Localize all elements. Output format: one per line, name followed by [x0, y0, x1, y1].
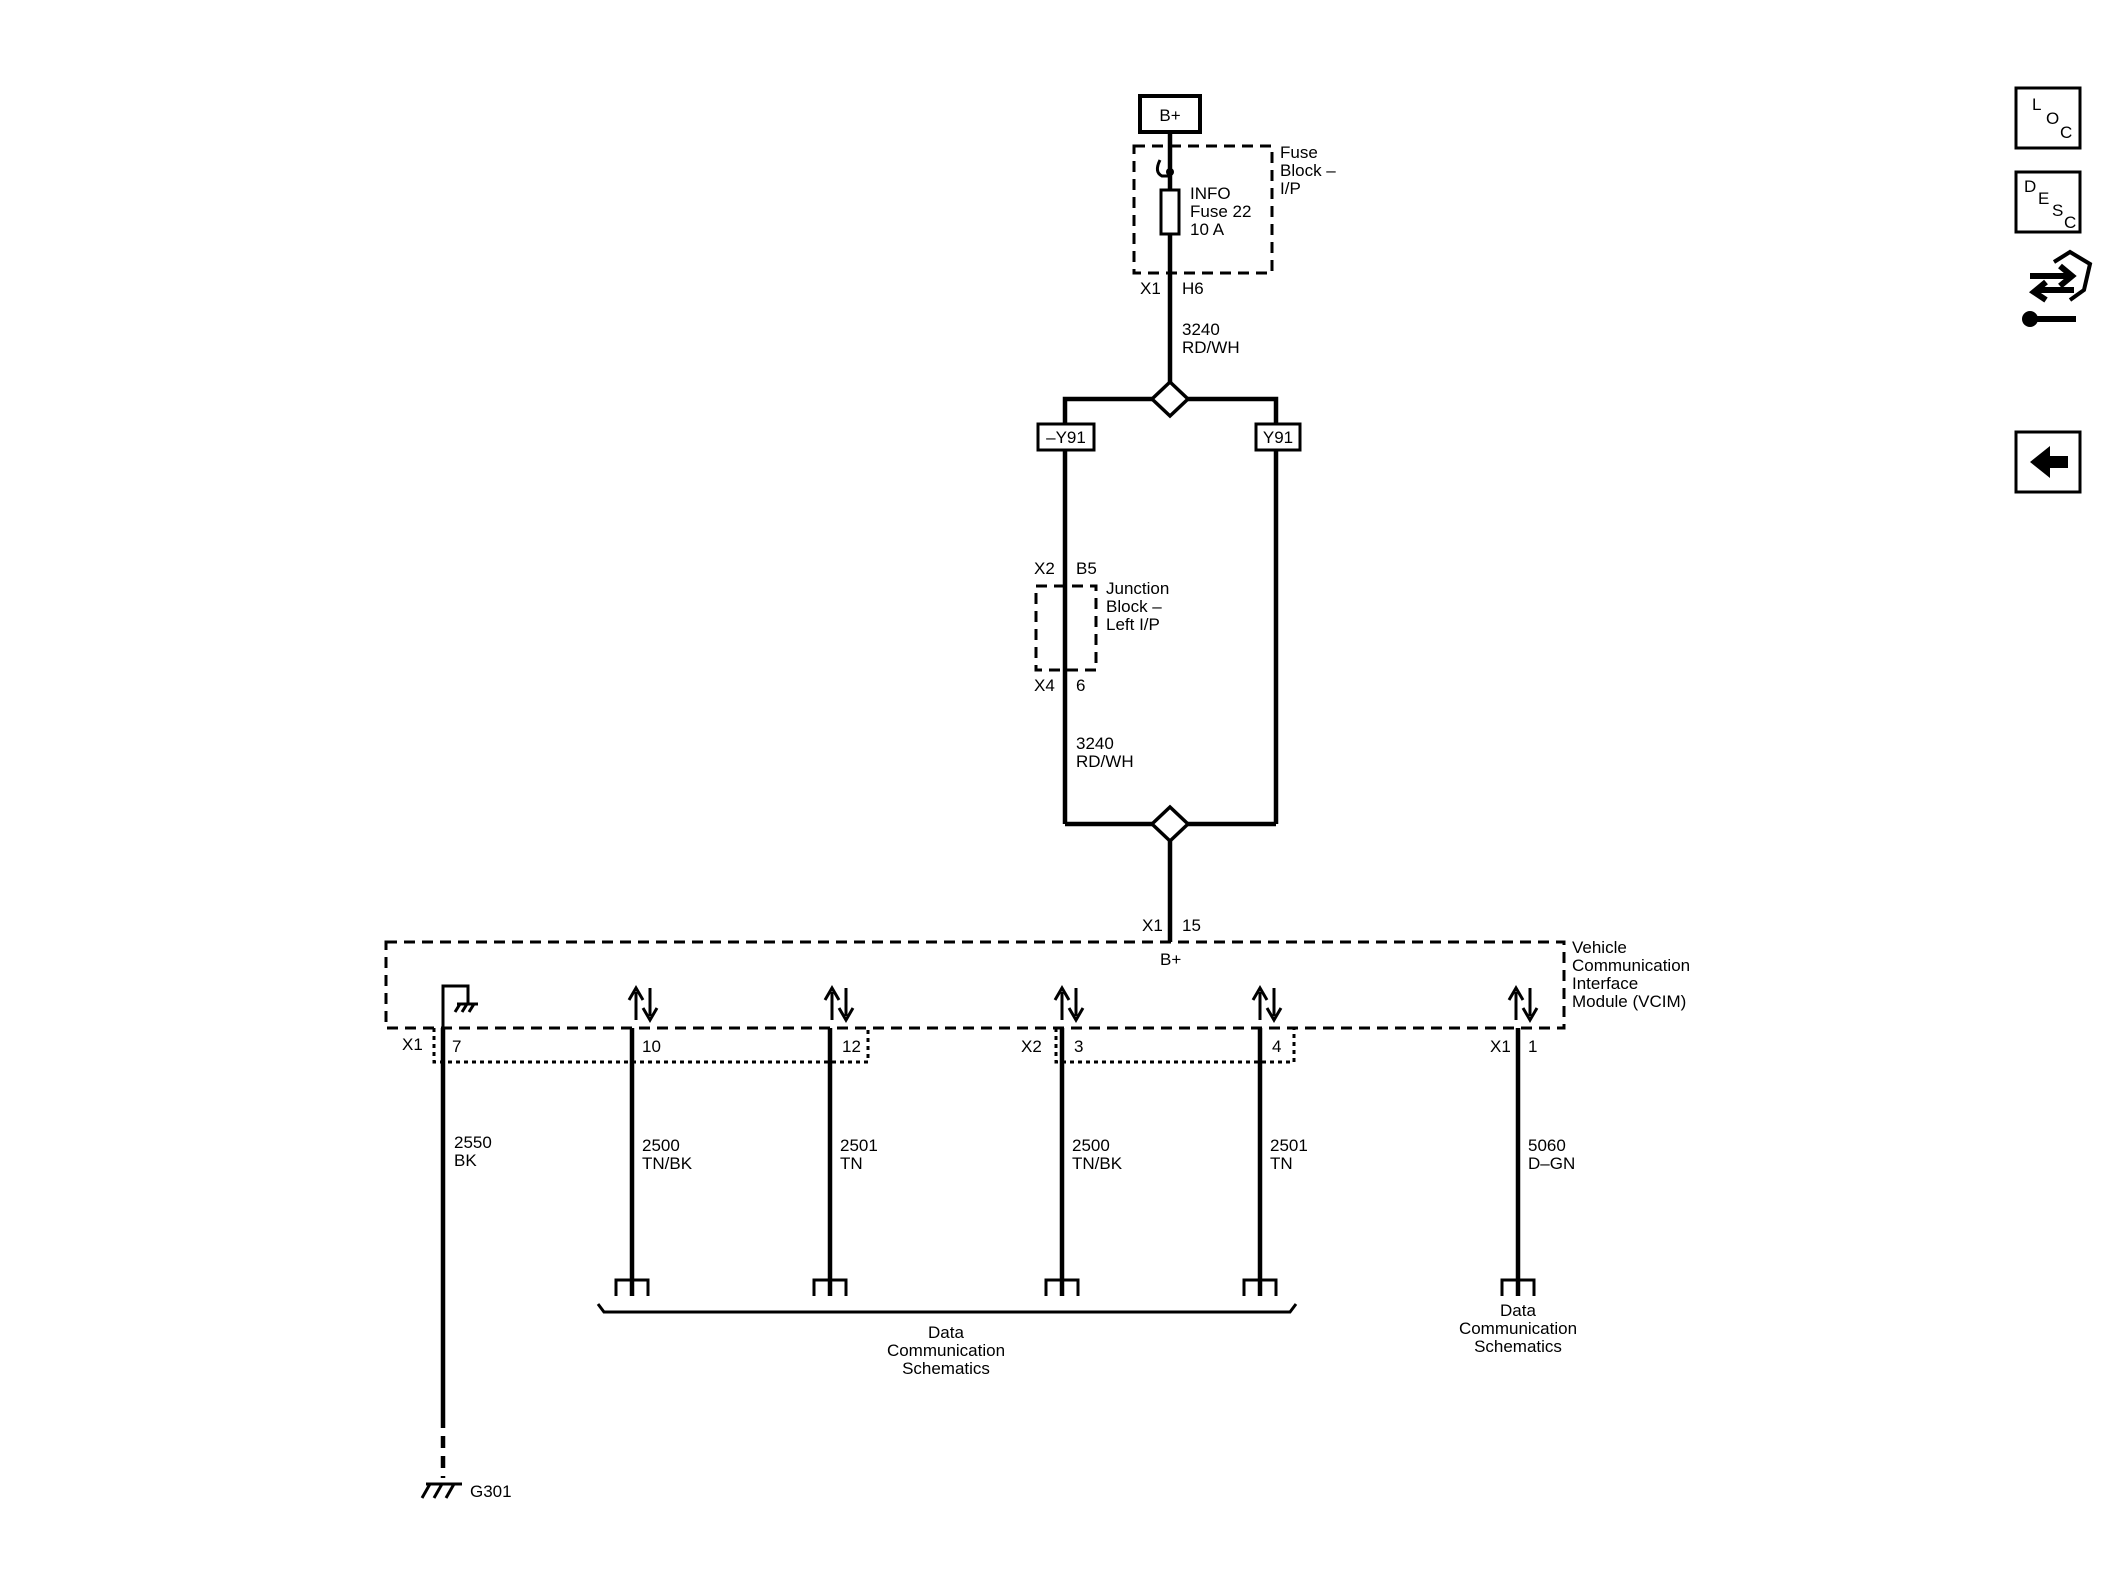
pin-12: 12 [842, 1037, 861, 1056]
battery-source-label: B+ [1159, 106, 1180, 125]
desc-letter-d: D [2024, 177, 2036, 196]
continuation-terminal [614, 1278, 650, 1296]
junction-in-pin: B5 [1076, 559, 1097, 578]
branch-color: TN/BK [1072, 1154, 1123, 1173]
connector-x1b-label: X1 [1490, 1037, 1511, 1056]
fuse-number: Fuse 22 [1190, 202, 1251, 221]
connector-x1-label: X1 [402, 1035, 423, 1054]
vcim-name-3: Interface [1572, 974, 1638, 993]
continuation-terminal [1500, 1278, 1536, 1296]
branch-color: D–GN [1528, 1154, 1575, 1173]
branch-circuit: 2500 [642, 1136, 680, 1155]
bidirectional-arrow-icon [1251, 985, 1283, 1023]
destination-bracket [596, 1303, 1298, 1314]
branch-color: TN/BK [642, 1154, 693, 1173]
junction-block-name: Junction [1106, 579, 1169, 598]
option-right-box: Y91 [1254, 422, 1302, 452]
wire-top-circuit: 3240 [1182, 320, 1220, 339]
branch-circuit: 2500 [1072, 1136, 1110, 1155]
vcim-power-connector: X1 [1142, 916, 1163, 935]
option-right-label: Y91 [1263, 428, 1293, 447]
continuation-terminal [1044, 1278, 1080, 1296]
vcim-power-label: B+ [1160, 950, 1181, 969]
battery-source: B+ [1138, 94, 1202, 134]
destination-group-label: Data [928, 1323, 964, 1342]
loc-letter-c: C [2060, 123, 2072, 142]
fuse-block-connector: X1 [1140, 279, 1161, 298]
loc-icon: L O C [2032, 95, 2072, 142]
fuse-rating: 10 A [1190, 220, 1225, 239]
loc-letter-l: L [2032, 95, 2041, 114]
connector-repair-button[interactable] [2022, 249, 2093, 327]
junction-out-pin: 6 [1076, 676, 1085, 695]
vcim-name-4: Module (VCIM) [1572, 992, 1686, 1011]
fuse-block-name-3: I/P [1280, 179, 1301, 198]
back-arrow-icon [2030, 446, 2068, 478]
vcim-power-pin: 15 [1182, 916, 1201, 935]
branch-circuit: 2550 [454, 1133, 492, 1152]
branch-circuit: 5060 [1528, 1136, 1566, 1155]
chassis-ground-icon [420, 1482, 462, 1499]
pin-3: 3 [1074, 1037, 1083, 1056]
branch-circuit: 2501 [840, 1136, 878, 1155]
fuse-block: INFO Fuse 22 10 A Fuse Block – I/P X1 H6 [1132, 132, 1336, 298]
junction-block-name-3: Left I/P [1106, 615, 1160, 634]
fuse-name: INFO [1190, 184, 1231, 203]
wire-mid-color: RD/WH [1076, 752, 1134, 771]
connector-repair-icon [2022, 249, 2093, 327]
desc-letter-c: C [2064, 213, 2076, 232]
destination-single-label-3: Schematics [1474, 1337, 1562, 1356]
bidirectional-arrow-icon [627, 985, 659, 1023]
fuse-block-name: Fuse [1280, 143, 1318, 162]
branch-color: TN [840, 1154, 863, 1173]
connector-x2-label: X2 [1021, 1037, 1042, 1056]
connector-x1-outline [432, 1028, 870, 1064]
branch-color: BK [454, 1151, 477, 1170]
ground-label: G301 [470, 1482, 512, 1501]
continuation-terminal [1242, 1278, 1278, 1296]
continuation-terminal [812, 1278, 848, 1296]
wire-option-right-top [1188, 396, 1279, 424]
junction-block: X2 B5 Junction Block – Left I/P X4 6 [1034, 559, 1169, 695]
desc-icon: D E S C [2024, 177, 2076, 232]
option-left-box: –Y91 [1036, 422, 1096, 452]
pin-1: 1 [1528, 1037, 1537, 1056]
back-button[interactable] [2014, 430, 2082, 494]
desc-letter-e: E [2038, 189, 2049, 208]
internal-ground-icon [441, 984, 478, 1028]
loc-letter-o: O [2046, 109, 2059, 128]
junction-block-name-2: Block – [1106, 597, 1162, 616]
option-left-label: –Y91 [1046, 428, 1086, 447]
splice-top [1149, 379, 1191, 419]
destination-single-label: Data [1500, 1301, 1536, 1320]
destination-group-label-2: Communication [887, 1341, 1005, 1360]
splice-bottom [1149, 804, 1191, 844]
fuse-block-pin: H6 [1182, 279, 1204, 298]
pin-10: 10 [642, 1037, 661, 1056]
desc-letter-s: S [2052, 201, 2063, 220]
fuse-symbol [1159, 188, 1181, 236]
pin-7: 7 [452, 1037, 461, 1056]
connector-x2-outline [1054, 1028, 1296, 1064]
destination-single-label-2: Communication [1459, 1319, 1577, 1338]
desc-button[interactable]: D E S C [2014, 170, 2082, 234]
vcim-module: X1 15 B+ Vehicle Communication Interface… [384, 916, 1690, 1030]
vcim-name: Vehicle [1572, 938, 1627, 957]
branch-circuit: 2501 [1270, 1136, 1308, 1155]
branch-color: TN [1270, 1154, 1293, 1173]
destination-group-label-3: Schematics [902, 1359, 990, 1378]
junction-in-connector: X2 [1034, 559, 1055, 578]
junction-out-connector: X4 [1034, 676, 1055, 695]
wire-top-color: RD/WH [1182, 338, 1240, 357]
bidirectional-arrow-icon [823, 985, 855, 1023]
pin-4: 4 [1272, 1037, 1281, 1056]
bidirectional-arrow-icon [1053, 985, 1085, 1023]
bidirectional-arrow-icon [1507, 985, 1539, 1023]
loc-button[interactable]: L O C [2014, 86, 2082, 150]
wire-mid-circuit: 3240 [1076, 734, 1114, 753]
fuse-block-name-2: Block – [1280, 161, 1336, 180]
wire-option-left-top [1062, 396, 1152, 424]
vcim-name-2: Communication [1572, 956, 1690, 975]
